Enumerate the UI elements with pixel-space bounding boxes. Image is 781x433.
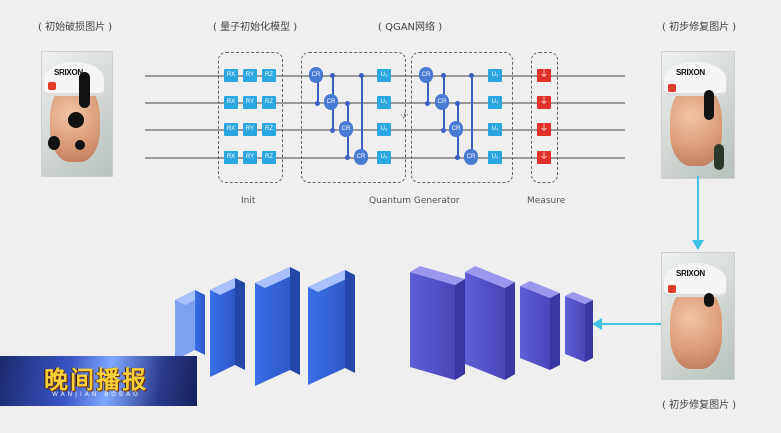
cr-gate: CR	[419, 67, 433, 83]
u3-gate: U₃	[488, 69, 502, 82]
u3-gate: U₃	[377, 151, 391, 164]
rx-gate: RX	[224, 69, 238, 82]
u3-gate: U₃	[488, 123, 502, 136]
generator-box-1	[301, 52, 406, 183]
init-box	[218, 52, 283, 183]
ry-gate: RY	[243, 96, 257, 109]
cr-gate: CR	[464, 149, 478, 165]
rz-gate: RZ	[262, 151, 276, 164]
cr-gate: CR	[324, 94, 338, 110]
measure-icon: ⏚	[537, 151, 551, 164]
encoder-block-4	[565, 292, 593, 362]
arrow-left-head	[592, 318, 602, 330]
rx-gate: RX	[224, 123, 238, 136]
u3-gate: U₃	[377, 96, 391, 109]
ry-gate: RY	[243, 151, 257, 164]
news-logo: 晚间播报 WANJIAN BOBAO	[0, 356, 197, 406]
news-logo-subtitle: WANJIAN BOBAO	[52, 391, 141, 398]
measure-icon: ⏚	[537, 96, 551, 109]
rx-gate: RX	[224, 151, 238, 164]
encoder-block-1	[410, 266, 465, 380]
rx-gate: RX	[224, 96, 238, 109]
news-logo-title: 晚间播报	[44, 366, 148, 394]
quantum-generator-caption: Quantum Generator	[369, 196, 460, 206]
cr-gate: CR	[435, 94, 449, 110]
repeat-ellipsis: ·/·	[400, 111, 409, 121]
init-model-label: ( 量子初始化模型 )	[213, 22, 298, 33]
encoder-block-2	[465, 266, 515, 380]
repaired-photo-bottom: SRIXON	[661, 252, 735, 380]
generator-box-2	[411, 52, 513, 183]
decoder-block-4	[308, 270, 355, 385]
cr-gate: CR	[354, 149, 368, 165]
repaired-photo-top: SRIXON	[661, 51, 735, 179]
initial-repair-label-bottom: ( 初步修复图片 )	[662, 400, 737, 411]
rz-gate: RZ	[262, 69, 276, 82]
u3-gate: U₃	[488, 96, 502, 109]
cr-gate: CR	[339, 121, 353, 137]
u3-gate: U₃	[377, 123, 391, 136]
arrow-down-head	[692, 240, 704, 250]
measure-icon: ⏚	[537, 123, 551, 136]
u3-gate: U₃	[488, 151, 502, 164]
qgan-network-label: ( QGAN网络 )	[378, 22, 443, 33]
init-caption: Init	[241, 196, 256, 206]
damaged-image-label: ( 初始破损图片 )	[38, 22, 113, 33]
ry-gate: RY	[243, 123, 257, 136]
ry-gate: RY	[243, 69, 257, 82]
decoder-block-2	[210, 278, 245, 377]
encoder-block-3	[520, 281, 560, 370]
measure-caption: Measure	[527, 196, 566, 206]
decoder-block-1	[175, 290, 205, 360]
cr-gate: CR	[309, 67, 323, 83]
rz-gate: RZ	[262, 123, 276, 136]
network-blocks	[175, 266, 593, 386]
arrow-left-line	[600, 323, 661, 325]
decoder-block-3	[255, 267, 300, 386]
initial-repair-label-top: ( 初步修复图片 )	[662, 22, 737, 33]
damaged-photo: SRIXON	[41, 51, 113, 177]
cr-gate: CR	[449, 121, 463, 137]
u3-gate: U₃	[377, 69, 391, 82]
arrow-down-line	[697, 176, 699, 246]
measure-box	[531, 52, 558, 183]
measure-icon: ⏚	[537, 69, 551, 82]
rz-gate: RZ	[262, 96, 276, 109]
